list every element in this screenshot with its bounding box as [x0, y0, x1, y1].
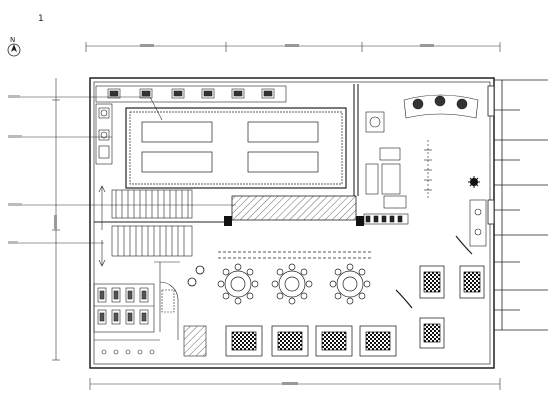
staircase-icon: [98, 185, 193, 230]
north-arrow-label: N: [10, 36, 15, 44]
potted-plant-icon: [187, 176, 480, 287]
right-service-counter: [455, 199, 487, 255]
washroom-block: [93, 261, 180, 340]
round-dining-tables: [217, 251, 372, 305]
kitchen-island: [125, 107, 347, 189]
hatched-bar-counter: [196, 195, 364, 226]
left-counter: [95, 103, 113, 165]
callout-leaders: [8, 95, 236, 244]
round-dining-table-icon: [271, 263, 313, 305]
lower-left-fixtures: [94, 325, 207, 357]
round-dining-table-icon: [329, 263, 371, 305]
lounge-area: [365, 94, 479, 209]
top-dimension-line: [85, 42, 501, 52]
right-dining-tables: [395, 265, 485, 349]
right-exterior-structure: [487, 79, 548, 331]
round-dining-table-icon: [217, 263, 259, 305]
service-counter-strip: [363, 213, 409, 225]
lower-staircase: [94, 221, 196, 267]
page-number: 1: [38, 14, 44, 24]
kitchen-partition: [353, 84, 359, 196]
bottom-dimension-line: [89, 378, 501, 390]
top-shelving-row: [95, 85, 287, 103]
left-dimension-line: [52, 78, 60, 361]
booth-seating-row: [225, 325, 397, 357]
north-arrow-icon: N: [7, 36, 21, 57]
